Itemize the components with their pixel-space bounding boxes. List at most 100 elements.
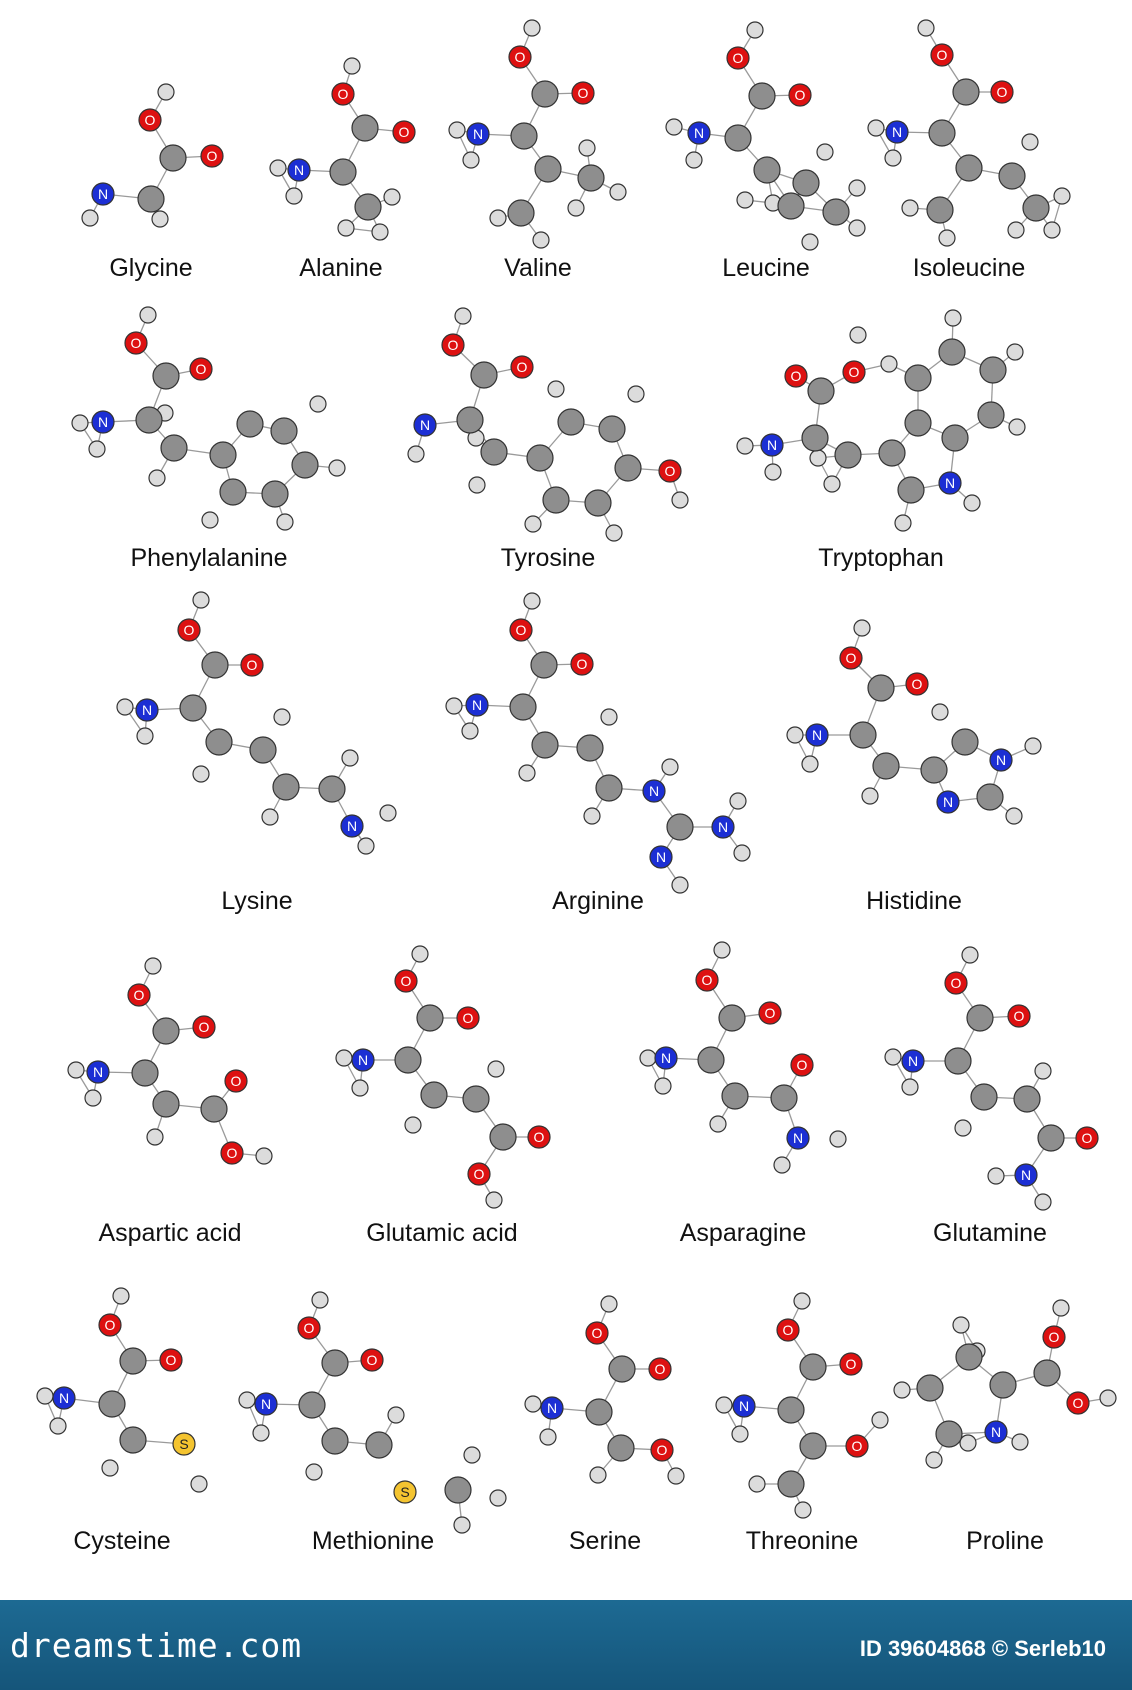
atom-symbol: N [996,752,1006,768]
atom-symbol: O [463,1010,474,1026]
atom-symbol: N [943,794,953,810]
atom-h [729,792,747,810]
atom-s [393,1480,417,1504]
atom-c [872,752,900,780]
atom-c [1033,1359,1061,1387]
atom-h [773,1156,791,1174]
atom-h [192,765,210,783]
atom-symbol: N [358,1052,368,1068]
atom-n [1014,1163,1038,1187]
atom-c [1013,1085,1041,1113]
atom-symbol: O [184,622,195,638]
footer-brand[interactable]: dreamstime.com [10,1626,303,1665]
atom-c [935,1420,963,1448]
atom-h [938,229,956,247]
atom-o [177,618,201,642]
atom-n [135,698,159,722]
atom-c [977,401,1005,429]
atom-h [764,463,782,481]
atom-c [777,1396,805,1424]
atom-h [112,1287,130,1305]
atom-symbol: O [247,657,258,673]
atom-h [786,726,804,744]
atom-c [298,1391,326,1419]
atom-symbol: S [179,1436,188,1452]
atom-h [736,191,754,209]
molecule-label-glutamine: Glutamine [933,1219,1047,1247]
atom-c [416,1004,444,1032]
atom-c [799,1432,827,1460]
atom-c [236,410,264,438]
atom-o [240,653,264,677]
atom-o [509,618,533,642]
atom-o [776,1318,800,1342]
atom-c [878,439,906,467]
atom-symbol: O [783,1322,794,1338]
atom-c [718,1004,746,1032]
atom-h [445,697,463,715]
atom-n [901,1049,925,1073]
atom-o [127,983,151,1007]
atom-symbol: N [661,1050,671,1066]
atom-symbol: N [420,417,430,433]
atom-c [200,1095,228,1123]
atom-h [269,159,287,177]
atom-n [732,1394,756,1418]
atom-symbol: O [227,1145,238,1161]
atom-o [1042,1325,1066,1349]
atom-o [508,45,532,69]
atom-n [687,121,711,145]
bonds [79,314,338,523]
atom-n [466,122,490,146]
atom-symbol: N [59,1390,69,1406]
atom-c [822,198,850,226]
atom-o [990,80,1014,104]
atom-h [485,1191,503,1209]
atom-c [470,361,498,389]
atom-h [468,476,486,494]
atom-symbol: O [1082,1130,1093,1146]
atom-c [98,1390,126,1418]
molecule-label-threonine: Threonine [745,1527,859,1555]
atom-h [853,619,871,637]
atom-h [1034,1062,1052,1080]
atom-c [748,82,776,110]
atom-c [531,731,559,759]
atom-h [539,1428,557,1446]
atom-n [340,814,364,838]
atom-c [928,119,956,147]
atom-h [1053,187,1071,205]
molecule-isoleucine: OON [867,19,1071,247]
atom-symbol: O [846,1356,857,1372]
atom-o [839,1352,863,1376]
molecule-label-tyrosine: Tyrosine [500,544,596,572]
atom-n [760,433,784,457]
atom-c [792,169,820,197]
atom-o [1066,1391,1090,1415]
atom-symbol: O [145,112,156,128]
atom-h [639,1049,657,1067]
atom-h [848,179,866,197]
atom-c [955,1343,983,1371]
atom-h [849,326,867,344]
atom-c [179,694,207,722]
atom-n [938,471,962,495]
atom-c [119,1347,147,1375]
atom-h [192,591,210,609]
atom-h [709,1115,727,1133]
atom-o [124,331,148,355]
atom-h [461,722,479,740]
atom-c [834,441,862,469]
atom-n [413,413,437,437]
atom-symbol: O [367,1352,378,1368]
atom-h [801,755,819,773]
atom-c [955,154,983,182]
atom-symbol: O [765,1005,776,1021]
molecule-label-tryptophan: Tryptophan [818,544,944,572]
atom-h [487,1060,505,1078]
atom-symbol: O [852,1438,863,1454]
